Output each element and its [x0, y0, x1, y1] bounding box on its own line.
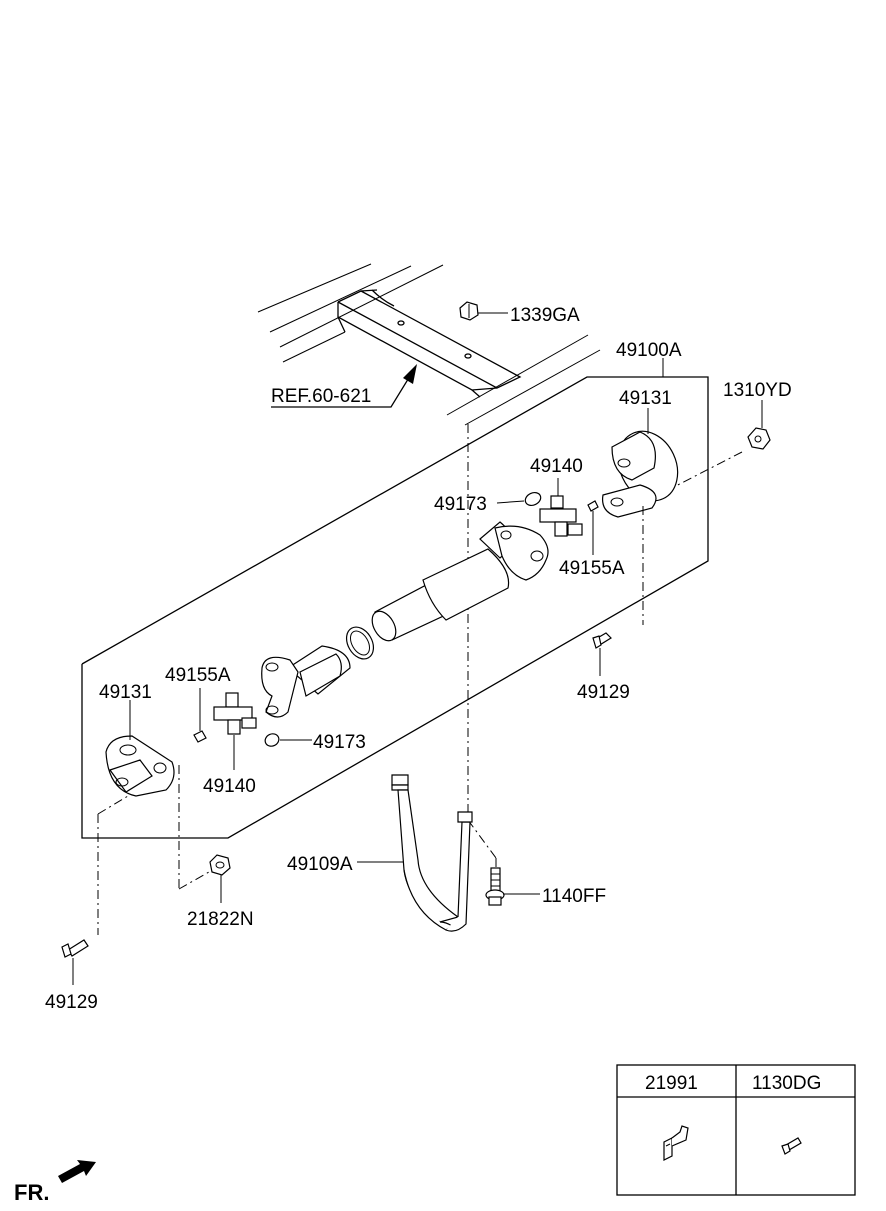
yoke-front-49131: 49131: [601, 388, 679, 518]
bolt-1339ga: 1339GA: [459, 301, 580, 326]
label-49131-rear: 49131: [99, 682, 152, 703]
grease-front-49155a: 49155A: [559, 500, 625, 579]
propeller-shaft: [261, 521, 549, 718]
label-49129-rear: 49129: [45, 992, 98, 1013]
fr-label: FR.: [14, 1180, 49, 1205]
label-49131-front: 49131: [619, 388, 672, 409]
fr-arrow-icon: [58, 1160, 96, 1183]
label-49155a-rear: 49155A: [165, 665, 231, 686]
spider-front-49140: 49140: [530, 456, 583, 537]
legend-header-1130dg: 1130DG: [752, 1073, 821, 1094]
label-1310yd: 1310YD: [723, 380, 792, 401]
ring-rear-49173: 49173: [264, 732, 366, 753]
yoke-rear-49131: 49131: [99, 682, 175, 797]
label-49140-rear: 49140: [203, 776, 256, 797]
bolt-1140ff: 1140FF: [485, 858, 606, 907]
label-49100a: 49100A: [616, 340, 682, 361]
grease-rear-49155a: 49155A: [165, 665, 231, 743]
label-21822n: 21822N: [187, 909, 254, 930]
label-49155a-front: 49155A: [559, 558, 625, 579]
legend-header-21991: 21991: [645, 1073, 698, 1094]
bracket-49109a: 49109A: [287, 774, 473, 932]
front-direction: FR.: [14, 1160, 96, 1205]
spider-rear-49140: 49140: [203, 692, 257, 797]
label-1140ff: 1140FF: [542, 886, 606, 907]
ref-label: REF.60-621: [271, 386, 371, 407]
label-49109a: 49109A: [287, 854, 353, 875]
label-49173-front: 49173: [434, 494, 487, 515]
ring-front-49173: 49173: [434, 491, 542, 515]
bolt-49129-front: 49129: [577, 506, 644, 703]
label-49129-front: 49129: [577, 682, 630, 703]
ref-callout: REF.60-621: [271, 364, 417, 408]
label-49173-rear: 49173: [313, 732, 366, 753]
nut-1310yd: 1310YD: [665, 380, 792, 492]
bolt-49129-rear: 49129: [45, 795, 129, 1013]
frame-crossmember: [257, 263, 601, 426]
legend-bolt-icon: [781, 1137, 802, 1155]
ref-arrow-icon: [403, 364, 417, 384]
label-49140-front: 49140: [530, 456, 583, 477]
legend-clip-icon: [663, 1125, 689, 1161]
nut-21822n: 21822N: [178, 765, 254, 930]
label-1339ga: 1339GA: [510, 305, 580, 326]
assembly-outline: 49100A: [81, 340, 709, 839]
legend-table: 21991 1130DG: [616, 1064, 856, 1196]
